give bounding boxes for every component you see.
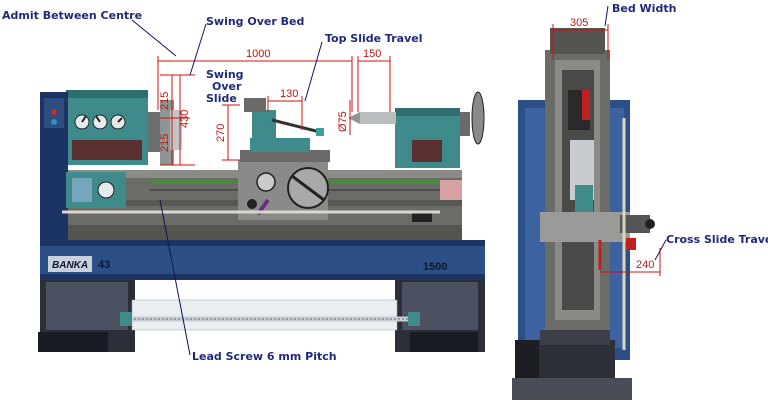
dim-slide-width: 130: [280, 88, 298, 100]
dim-cross-slide-travel: 240: [636, 259, 654, 271]
leader-lines: [131, 5, 667, 356]
label-bed-width: Bed Width: [612, 2, 676, 15]
dim-swing-lower: 215: [159, 134, 171, 152]
dim-bed-width: 305: [570, 17, 588, 29]
label-cross-slide-travel: Cross Slide Travel: [666, 233, 768, 246]
label-swing-over-slide-3: Slide: [206, 92, 237, 105]
label-swing-over-slide-2: Over: [212, 80, 242, 93]
tailstock-quill: [360, 112, 396, 124]
side-carriage: [540, 212, 630, 242]
tailstock-handwheel: [471, 91, 485, 145]
bed-base: [40, 240, 485, 280]
front-view: BANKA 43 1500: [38, 90, 485, 352]
label-swing-over-bed: Swing Over Bed: [206, 15, 304, 28]
dim-admit-between-centre: 1000: [246, 48, 270, 60]
tool-post: [252, 110, 276, 140]
dim-top-slide-travel: 150: [363, 48, 381, 60]
dim-swing-over-slide: 270: [215, 124, 227, 142]
nameplate-brand: BANKA: [52, 260, 88, 271]
dimension-lines: [157, 24, 661, 276]
label-swing-over-slide-1: Swing: [206, 68, 244, 81]
label-admit-between-centre: Admit Between Centre: [2, 9, 142, 22]
dim-swing-upper: 215: [159, 92, 171, 110]
nameplate-model: 43: [98, 259, 110, 271]
side-view: [512, 28, 655, 400]
cross-slide: [250, 138, 310, 152]
nameplate-size: 1500: [423, 261, 447, 273]
dim-swing-over-bed: 430: [179, 110, 191, 128]
label-top-slide-travel: Top Slide Travel: [325, 32, 422, 45]
dim-tailstock-quill: Ø75: [337, 111, 349, 132]
saddle: [240, 150, 330, 162]
chip-tray: [131, 299, 398, 331]
nameplate-left: [48, 256, 92, 272]
label-lead-screw: Lead Screw 6 mm Pitch: [192, 350, 337, 363]
